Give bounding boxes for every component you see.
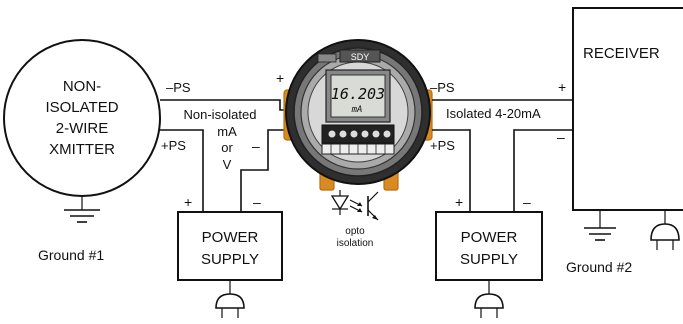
xmitter: NON- ISOLATED 2-WIRE XMITTER [3,39,161,197]
ground-2-symbol [584,210,616,241]
signal-in-label-2: mA [217,124,237,139]
left-power-supply: POWER SUPPLY [177,211,283,281]
signal-in-label-1: Non-isolated [184,107,257,122]
left-supply-line-2: SUPPLY [201,251,259,268]
signal-in-label-3: or [221,140,233,155]
signal-in-plus: + [276,70,284,86]
plug-icon [474,280,504,318]
wire-xmitter-plus [159,129,204,212]
left-supply-line-1: POWER [202,229,259,246]
signal-in-label-4: V [223,157,232,172]
opto-isolator-icon [330,190,379,221]
wire-out-plus-ps [432,129,471,212]
receiver: RECEIVER [572,7,683,211]
right-supply-minus: – [523,194,531,210]
display-unit: mA [351,105,363,115]
left-supply-minus: – [253,194,261,210]
xmitter-line-4: XMITTER [49,141,115,158]
ground-1-label: Ground #1 [38,247,104,263]
opto-label-2: isolation [337,238,374,249]
xmitter-line-3: 2-WIRE [56,120,109,137]
device-brand: SDY [351,52,370,62]
signal-out-plus-ps: +PS [430,138,455,153]
right-supply-line-2: SUPPLY [460,251,518,268]
right-supply-plus: + [455,194,463,210]
ground-2-label: Ground #2 [566,259,632,275]
terminal-screws [328,130,391,138]
display-value: 16.203 [331,85,385,103]
signal-out-label: Isolated 4-20mA [446,106,541,121]
plug-icon [650,210,680,250]
signal-in-minus: – [252,138,260,154]
right-power-supply: POWER SUPPLY [435,211,543,281]
receiver-plus: + [558,79,566,95]
lcd-screen [330,74,386,118]
left-supply-plus: + [184,194,192,210]
plug-icon [215,280,245,318]
receiver-minus: – [557,129,565,145]
ground-1-symbol [64,196,100,223]
xmitter-plus-ps: +PS [161,138,186,153]
receiver-title: RECEIVER [583,45,660,62]
wire-signal-in-minus [240,129,290,212]
xmitter-line-2: ISOLATED [45,99,118,116]
xmitter-minus-ps: –PS [166,80,191,95]
right-supply-line-1: POWER [461,229,518,246]
xmitter-line-1: NON- [63,78,101,95]
signal-out-minus-ps: –PS [430,80,455,95]
opto-label-1: opto [345,226,365,237]
transmitter-housing: SDY 16.203 mA [283,39,433,191]
